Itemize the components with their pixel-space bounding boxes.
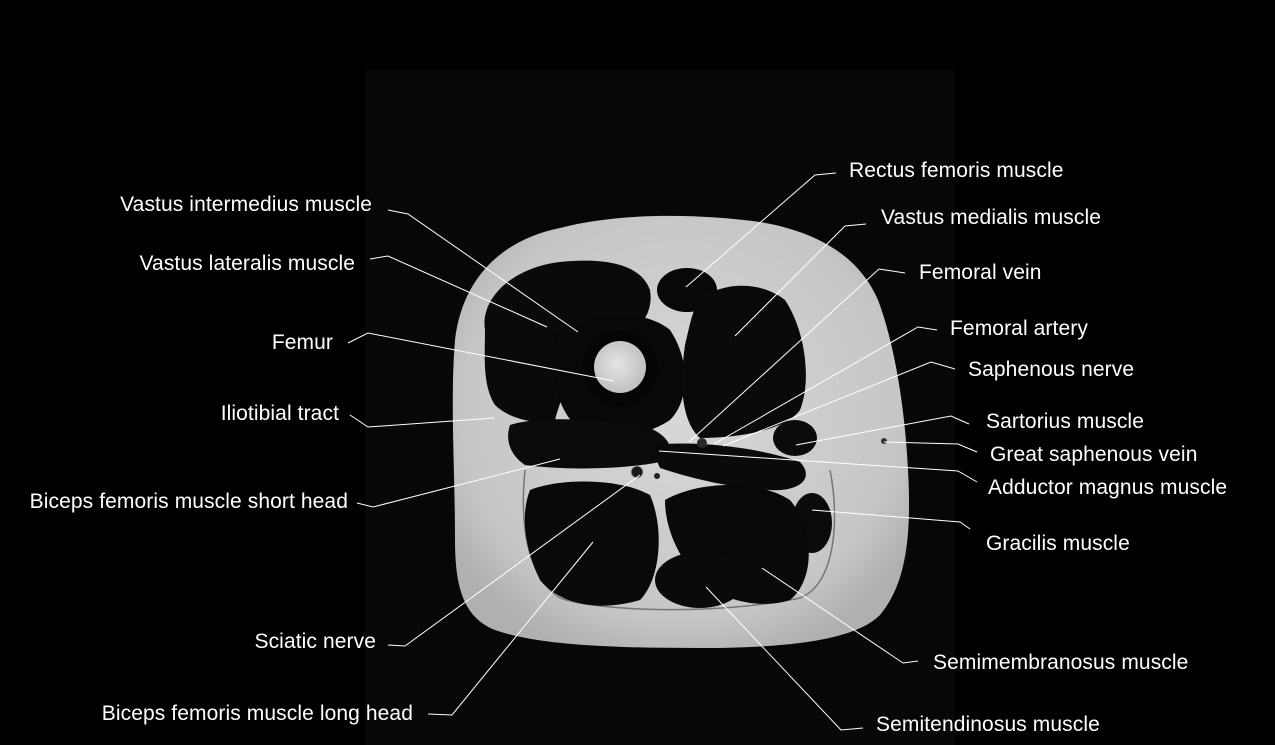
leader-line-femoral-vein — [688, 268, 906, 443]
leader-line-sciatic-nerve — [387, 474, 641, 647]
semitendinosus-region — [655, 552, 745, 608]
label-sartorius: Sartorius muscle — [986, 410, 1144, 433]
leader-line-great-saphenous-vein — [883, 441, 978, 453]
label-semimembranosus: Semimembranosus muscle — [933, 651, 1189, 674]
leader-line-iliotibial-tract — [349, 414, 495, 428]
leader-line-vastus-medialis — [734, 223, 867, 337]
leader-line-rectus-femoris — [685, 172, 837, 288]
label-vastus-medialis: Vastus medialis muscle — [881, 206, 1102, 229]
leader-line-femur — [347, 332, 615, 382]
adductor-magnus-region — [650, 443, 806, 491]
label-adductor-magnus: Adductor magnus muscle — [988, 476, 1228, 499]
leader-line-sartorius — [795, 415, 970, 446]
leader-line-vastus-intermedius — [387, 209, 579, 333]
sciatic-nerve-bundle — [630, 465, 644, 479]
vastus-medialis-region — [682, 285, 806, 438]
leader-line-biceps-short — [356, 458, 561, 508]
leader-line-semitendinosus — [705, 586, 864, 731]
leader-line-adductor-magnus — [658, 450, 978, 483]
leader-line-vastus-lateralis — [369, 255, 548, 328]
label-femoral-vein: Femoral vein — [919, 261, 1042, 284]
vessel — [654, 473, 660, 479]
label-vastus-lateralis: Vastus lateralis muscle — [139, 252, 355, 275]
label-semitendinosus: Semitendinosus muscle — [876, 713, 1100, 736]
leader-line-semimembranosus — [761, 567, 919, 664]
leader-lines — [347, 172, 978, 731]
biceps-short-head-region — [508, 419, 671, 469]
label-great-saphenous-vein: Great saphenous vein — [990, 443, 1198, 466]
label-rectus-femoris: Rectus femoris muscle — [849, 159, 1064, 182]
leader-line-femoral-artery — [713, 326, 938, 445]
label-gracilis: Gracilis muscle — [986, 532, 1130, 555]
label-iliotibial-tract: Iliotibial tract — [220, 402, 339, 425]
label-biceps-short: Biceps femoris muscle short head — [29, 490, 348, 513]
leader-line-gracilis — [811, 509, 971, 530]
label-femur: Femur — [271, 331, 333, 354]
femoral-vessels — [697, 438, 707, 448]
label-femoral-artery: Femoral artery — [950, 317, 1088, 340]
leader-line-saphenous-nerve — [722, 361, 956, 447]
great-saphenous-vein-dot — [881, 438, 887, 444]
femur-marrow — [594, 341, 646, 393]
label-biceps-long: Biceps femoris muscle long head — [101, 702, 413, 725]
label-sciatic-nerve: Sciatic nerve — [254, 630, 376, 653]
label-vastus-intermedius: Vastus intermedius muscle — [120, 193, 372, 216]
leader-line-biceps-long — [427, 541, 594, 716]
sartorius-region — [773, 420, 817, 456]
label-saphenous-nerve: Saphenous nerve — [968, 358, 1135, 381]
